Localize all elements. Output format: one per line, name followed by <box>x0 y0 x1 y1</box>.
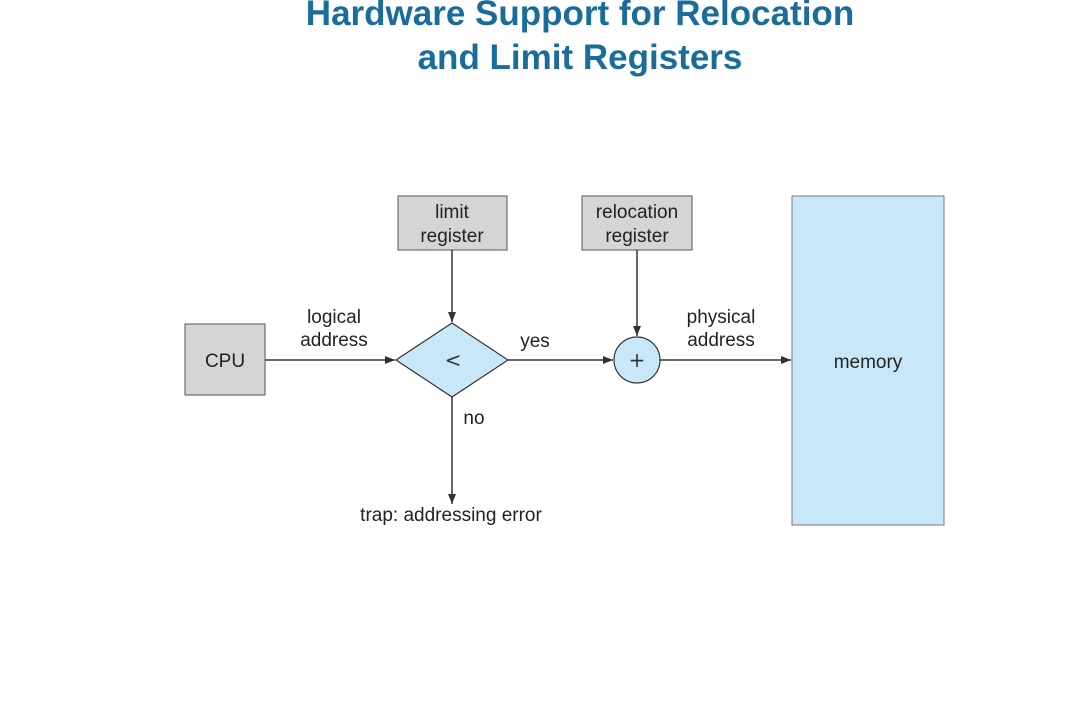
adder-circle: + <box>613 336 661 384</box>
memory-label: memory <box>834 352 903 373</box>
title-line-1: Hardware Support for Relocation <box>305 0 855 33</box>
comparator-diamond: < <box>394 322 510 398</box>
page-title: Hardware Support for Relocation and Limi… <box>0 0 1080 80</box>
relocation-register-label-2: register <box>605 226 669 247</box>
relocation-register-label-1: relocation <box>596 202 678 223</box>
title-line-2: and Limit Registers <box>417 38 743 77</box>
limit-register-box: limit register <box>397 195 508 251</box>
yes-label: yes <box>520 331 550 352</box>
limit-register-label-2: register <box>420 226 484 247</box>
physical-address-label-1: physical <box>687 307 756 328</box>
trap-label: trap: addressing error <box>360 505 542 526</box>
logical-address-label-2: address <box>300 330 368 351</box>
cpu-box: CPU <box>184 323 266 396</box>
limit-register-label-1: limit <box>435 202 469 223</box>
less-than-symbol: < <box>445 348 462 372</box>
memory-block: memory <box>791 195 945 526</box>
cpu-label: CPU <box>205 351 245 372</box>
plus-symbol: + <box>629 348 646 372</box>
no-label: no <box>463 408 484 429</box>
physical-address-label-2: address <box>687 330 755 351</box>
relocation-register-box: relocation register <box>581 195 693 251</box>
logical-address-label-1: logical <box>307 307 361 328</box>
